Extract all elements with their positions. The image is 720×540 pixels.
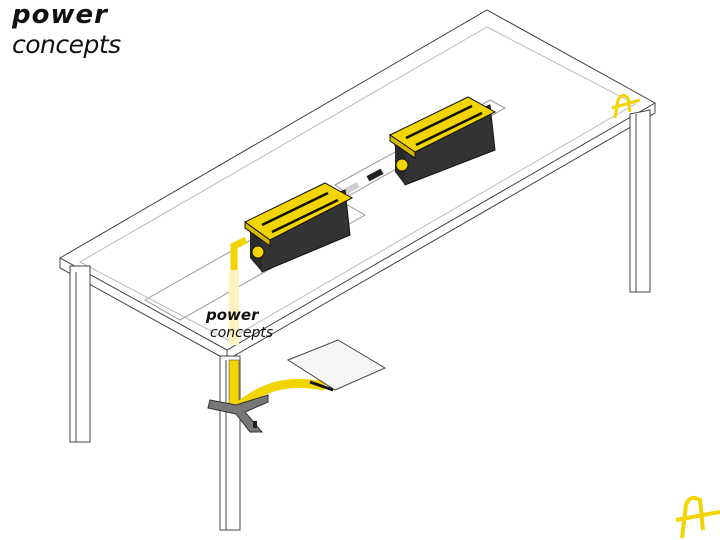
- table-leg-left: [69, 265, 91, 443]
- table-brand-logo: power concepts: [206, 306, 273, 342]
- power-module-1: [244, 182, 354, 273]
- power-module-2: [389, 96, 497, 186]
- cable-base: [207, 394, 269, 433]
- corner-logo-icon: [675, 495, 720, 539]
- table-leg-right: [629, 109, 651, 293]
- floor-plate: [286, 339, 387, 392]
- table-brand-line1: power: [206, 306, 259, 324]
- brand-logo-line1: power: [12, 0, 108, 30]
- brand-logo: power concepts: [12, 0, 121, 60]
- accent-logo-icon: [611, 93, 641, 119]
- link-cable: [344, 168, 384, 194]
- brand-logo-line2: concepts: [12, 30, 121, 59]
- table-brand-line2: concepts: [210, 325, 274, 341]
